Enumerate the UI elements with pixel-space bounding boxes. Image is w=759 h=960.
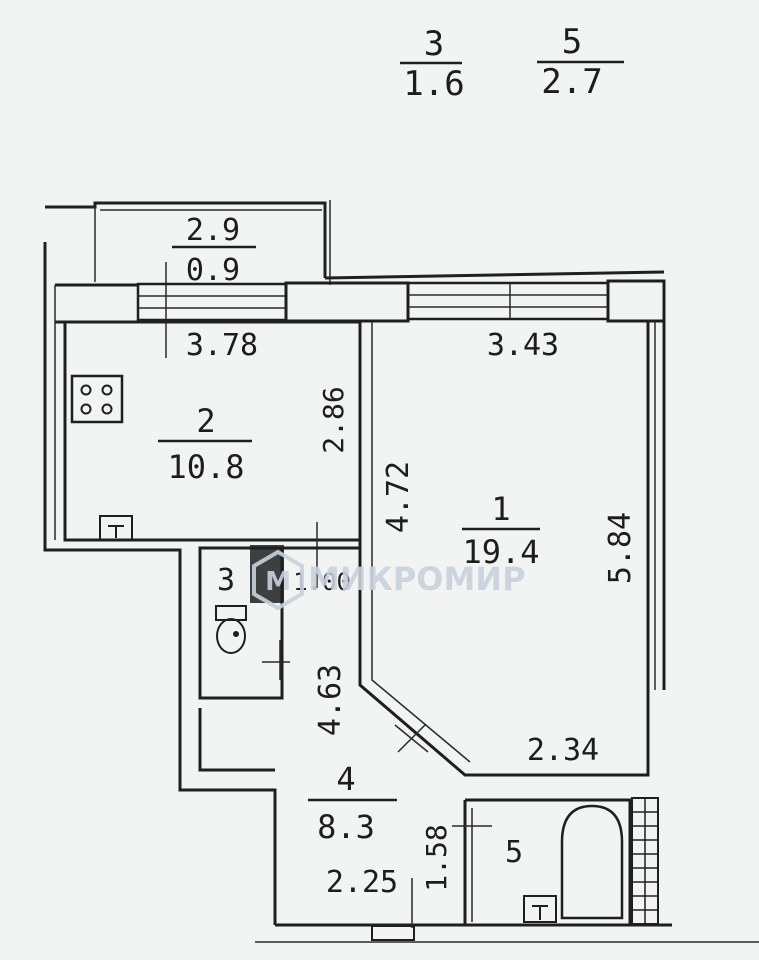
watermark: M МИКРОМИР [252, 549, 526, 611]
balcony-fraction-top: 2.9 [186, 213, 240, 248]
room4-number: 4 [336, 760, 355, 798]
vent-icon [99, 515, 133, 541]
dim-hall-length: 4.63 [313, 664, 348, 736]
bathtub-icon [560, 804, 624, 920]
balcony: 2.9 0.9 [45, 200, 331, 358]
room-bathroom: 5 [465, 797, 659, 925]
room-hall: 4.63 4 8.3 2.25 1.58 [198, 546, 492, 928]
header-fraction-2: 5 2.7 [537, 22, 624, 102]
entrance-door [371, 925, 415, 941]
stove-icon [70, 374, 124, 424]
dim-partition-length: 4.72 [381, 461, 416, 533]
dim-room1-bottom: 2.34 [527, 733, 599, 768]
dim-kitchen-depth: 2.86 [317, 386, 350, 453]
window-room1 [406, 281, 610, 321]
room2-number: 2 [196, 402, 215, 440]
room-kitchen: 3.78 2.86 2 10.8 [63, 320, 362, 588]
watermark-logo-icon: M [252, 549, 304, 611]
room1-number: 1 [491, 490, 510, 528]
svg-text:M: M [265, 567, 291, 597]
balcony-door [284, 281, 410, 323]
room4-area: 8.3 [317, 808, 375, 846]
dim-bath-depth: 1.58 [420, 824, 453, 891]
room1-area: 19.4 [462, 533, 539, 571]
room5-number: 5 [505, 835, 523, 870]
window-kitchen [136, 282, 288, 322]
watermark-text: МИКРОМИР [308, 560, 526, 598]
header-fraction-1: 3 1.6 [400, 24, 465, 104]
room2-area: 10.8 [167, 448, 244, 486]
room3-number: 3 [217, 563, 235, 598]
dim-hall-width: 2.25 [326, 865, 398, 900]
balcony-fraction-bottom: 0.9 [186, 253, 240, 288]
dim-kitchen-width: 3.78 [186, 328, 258, 363]
header-fraction-2-bottom: 2.7 [541, 62, 602, 102]
header-fraction-1-top: 3 [424, 24, 444, 64]
header-fraction-2-top: 5 [562, 22, 582, 62]
dim-room1-width: 3.43 [487, 328, 559, 363]
vent-icon [523, 895, 557, 923]
room-living: 3.43 5.84 4.72 1 19.4 2.34 [358, 321, 650, 777]
dim-room1-depth: 5.84 [603, 512, 638, 584]
toilet-icon [215, 605, 247, 654]
header-fraction-1-bottom: 1.6 [403, 64, 464, 104]
radiator-icon [631, 797, 659, 925]
